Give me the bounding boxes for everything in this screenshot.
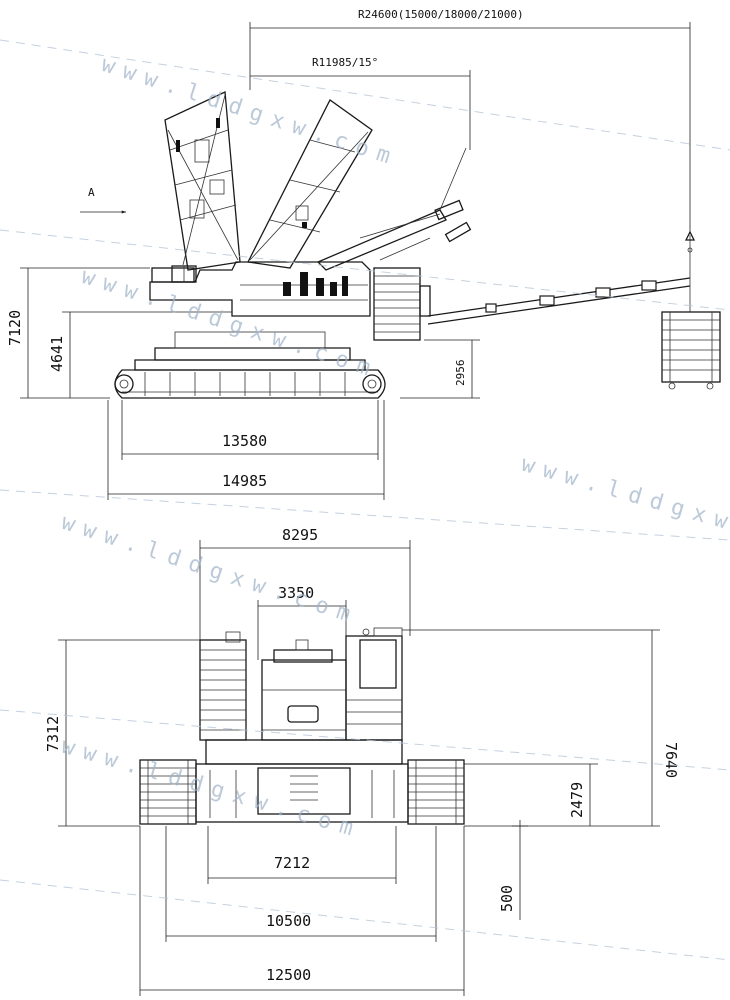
- dim-cab-width-label: 3350: [278, 584, 314, 602]
- dim-left-height: 7312: [44, 639, 200, 827]
- dim-body-height: 4641: [48, 311, 232, 398]
- watermark-text-4: www.lddgxw.com: [58, 734, 364, 844]
- watermark-text-5: www.lddgxw.com: [518, 452, 730, 562]
- front-superstructure: [261, 639, 347, 741]
- dim-track-length: 13580: [121, 400, 379, 460]
- dim-upper-width: 8295: [199, 526, 411, 640]
- side-upper-body: [149, 261, 371, 317]
- dim-track-gauge-mid: 10500: [165, 826, 437, 942]
- dim-right-height-label: 7640: [662, 742, 680, 778]
- dim-overall-height: 7120: [6, 267, 150, 399]
- front-right-track: [407, 759, 465, 825]
- front-left-counterweight: [199, 631, 247, 741]
- dim-working-radius: R24600(15000/18000/21000): [249, 8, 691, 232]
- side-counterweight-stack: [373, 267, 431, 341]
- dim-carbody-height: 2479: [464, 763, 598, 826]
- side-tie-rod: [427, 277, 691, 325]
- dim-right-height: 7640: [402, 629, 680, 827]
- dim-tail-radius: R11985/15°: [250, 56, 471, 150]
- front-right-cab: [345, 627, 403, 741]
- dim-overall-height-label: 7120: [6, 310, 24, 346]
- dim-track-length-label: 13580: [222, 432, 267, 450]
- dim-track-gauge-mid-label: 10500: [266, 912, 311, 930]
- watermark-text-2: www.lddgxw.com: [78, 264, 382, 384]
- dim-ground-clearance: 500: [498, 820, 528, 920]
- side-boom-arm: [316, 147, 472, 271]
- dim-track-gauge-extended-label: 12500: [266, 966, 311, 984]
- dim-track-gauge-retracted-label: 7212: [274, 854, 310, 872]
- dim-track-gauge-retracted: 7212: [207, 826, 397, 884]
- side-mast: [247, 99, 373, 269]
- dim-working-radius-label: R24600(15000/18000/21000): [358, 8, 524, 21]
- side-ballast-tray: [661, 230, 721, 390]
- dim-carbody-height-label: 2479: [568, 782, 586, 818]
- dim-tail-radius-label: R11985/15°: [312, 56, 378, 69]
- dim-upper-width-label: 8295: [282, 526, 318, 544]
- dim-body-height-label: 4641: [48, 336, 66, 372]
- dim-cab-width: 3350: [257, 584, 347, 660]
- front-view: 8295 3350 7312 7640 2479: [44, 526, 680, 996]
- dim-left-height-label: 7312: [44, 716, 62, 752]
- dim-track-gauge-extended: 12500: [139, 826, 465, 996]
- view-marker-label: A: [88, 186, 95, 199]
- dim-ground-clearance-label: 500: [498, 885, 516, 912]
- dim-overall-length-label: 14985: [222, 472, 267, 490]
- dim-counterweight-clearance: 2956: [400, 339, 480, 399]
- dim-overall-length: 14985: [107, 400, 385, 500]
- side-view: A R24600(15000/18000/21000) R11985/15° 7…: [6, 8, 721, 500]
- side-track: [114, 331, 386, 399]
- dim-counterweight-clearance-label: 2956: [454, 360, 467, 387]
- side-lattice-boom: [164, 91, 241, 271]
- view-marker-a: A: [80, 186, 127, 214]
